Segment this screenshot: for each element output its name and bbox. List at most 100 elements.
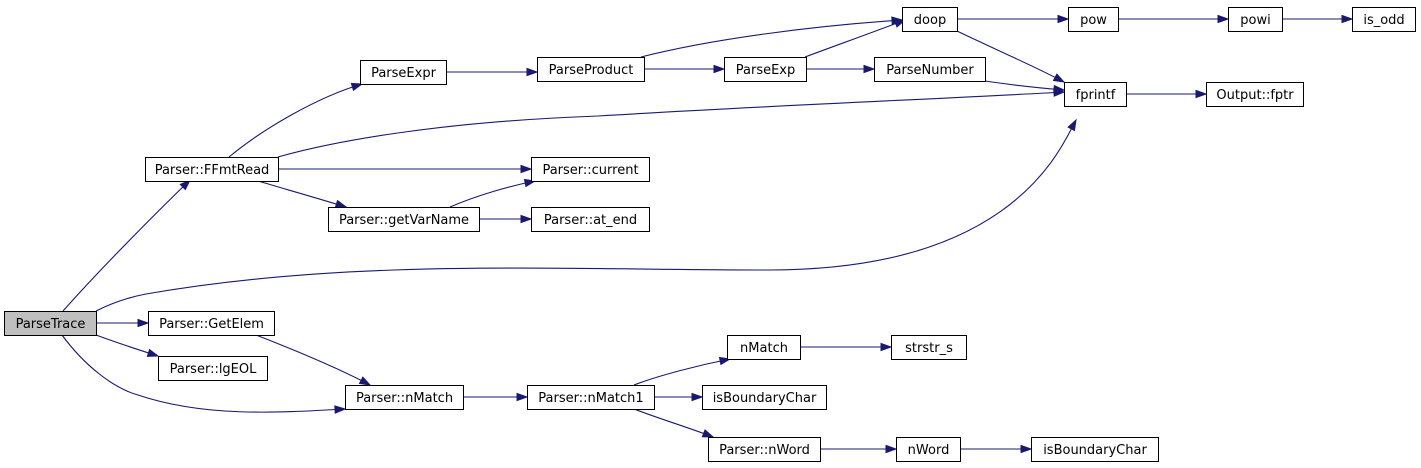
node-nmatch_parser[interactable]: Parser::nMatch bbox=[345, 385, 464, 410]
node-current[interactable]: Parser::current bbox=[531, 157, 650, 182]
node-box bbox=[727, 335, 801, 360]
node-label: ParseExpr bbox=[371, 66, 436, 81]
node-label: Parser::getVarName bbox=[339, 213, 469, 228]
edge-arrowhead bbox=[1052, 73, 1066, 83]
node-powi[interactable]: powi bbox=[1228, 7, 1283, 32]
edge-line bbox=[633, 408, 714, 438]
node-box bbox=[902, 7, 958, 32]
edge-arrowhead bbox=[526, 67, 539, 77]
node-box bbox=[4, 311, 97, 336]
node-label: Parser::nMatch bbox=[356, 391, 453, 406]
edge-parseproduct-to-doop bbox=[640, 16, 904, 58]
node-getelem[interactable]: Parser::GetElem bbox=[148, 311, 275, 336]
edge-arrowhead bbox=[1057, 14, 1070, 24]
edge-parseproduct-to-parseexp bbox=[644, 64, 726, 74]
node-nmatch1[interactable]: Parser::nMatch1 bbox=[527, 385, 655, 410]
edge-arrowhead bbox=[1020, 444, 1033, 454]
edge-parseexpr-to-parseproduct bbox=[446, 67, 539, 77]
edge-arrowhead bbox=[1067, 118, 1077, 132]
edge-arrowhead bbox=[701, 429, 715, 438]
node-nmatch[interactable]: nMatch bbox=[727, 335, 801, 360]
node-box bbox=[360, 60, 447, 85]
node-output_fptr[interactable]: Output::fptr bbox=[1206, 82, 1304, 107]
node-isboundarychar_2[interactable]: isBoundaryChar bbox=[1031, 437, 1159, 462]
edge-nword-to-isboundarychar_2 bbox=[960, 444, 1033, 454]
edge-arrowhead bbox=[358, 376, 372, 386]
node-label: ParseProduct bbox=[549, 63, 634, 78]
edge-parsenumber-to-fprintf bbox=[984, 80, 1066, 94]
edge-line bbox=[449, 180, 536, 208]
edge-arrowhead bbox=[880, 342, 893, 352]
node-getvarname[interactable]: Parser::getVarName bbox=[328, 207, 480, 232]
node-box bbox=[527, 385, 655, 410]
node-ffmtread[interactable]: Parser::FFmtRead bbox=[145, 157, 279, 182]
edge-getvarname-to-at_end bbox=[479, 214, 533, 224]
node-box bbox=[1352, 7, 1416, 32]
node-box bbox=[531, 207, 650, 232]
node-parsenumber[interactable]: ParseNumber bbox=[874, 57, 986, 82]
edge-arrowhead bbox=[334, 405, 347, 414]
edge-fprintf-to-output_fptr bbox=[1126, 89, 1208, 99]
node-isboundarychar_1[interactable]: isBoundaryChar bbox=[702, 385, 827, 410]
node-label: Parser::FFmtRead bbox=[155, 163, 270, 178]
edge-nmatch1-to-nword_parser bbox=[633, 408, 715, 438]
edge-line bbox=[956, 30, 1065, 83]
edge-nword_parser-to-nword bbox=[820, 444, 898, 454]
edge-arrowhead bbox=[1053, 84, 1066, 94]
node-label: ParseTrace bbox=[16, 317, 86, 332]
node-box bbox=[1068, 7, 1119, 32]
edge-arrowhead bbox=[179, 178, 192, 191]
node-label: Output::fptr bbox=[1216, 88, 1294, 103]
edge-parsetrace-to-fprintf bbox=[95, 118, 1077, 312]
edge-powi-to-is_odd bbox=[1282, 14, 1354, 24]
edge-getelem-to-nmatch_parser bbox=[255, 334, 372, 386]
node-label: Parser::current bbox=[542, 163, 638, 178]
node-box bbox=[708, 437, 821, 462]
node-nword[interactable]: nWord bbox=[896, 437, 961, 462]
node-strstr_s[interactable]: strstr_s bbox=[891, 335, 967, 360]
node-parseexp[interactable]: ParseExp bbox=[724, 57, 807, 82]
node-pow[interactable]: pow bbox=[1068, 7, 1119, 32]
edge-parseexp-to-parsenumber bbox=[806, 64, 876, 74]
node-box bbox=[1228, 7, 1283, 32]
node-is_odd[interactable]: is_odd bbox=[1352, 7, 1416, 32]
node-label: pow bbox=[1080, 13, 1107, 28]
node-label: Parser::nWord bbox=[719, 443, 810, 458]
edge-arrowhead bbox=[146, 348, 160, 357]
node-box bbox=[537, 57, 645, 82]
edge-parsetrace-to-lgeol bbox=[95, 334, 160, 357]
node-box bbox=[345, 385, 464, 410]
node-lgeol[interactable]: Parser::lgEOL bbox=[158, 356, 268, 381]
edge-arrowhead bbox=[137, 318, 150, 328]
node-box bbox=[531, 157, 650, 182]
node-doop[interactable]: doop bbox=[902, 7, 958, 32]
node-box bbox=[148, 311, 275, 336]
node-box bbox=[724, 57, 807, 82]
node-fprintf[interactable]: fprintf bbox=[1064, 82, 1127, 107]
node-label: Parser::GetElem bbox=[159, 317, 264, 332]
node-nword_parser[interactable]: Parser::nWord bbox=[708, 437, 821, 462]
edge-ffmtread-to-parseexpr bbox=[228, 82, 364, 158]
node-box bbox=[874, 57, 986, 82]
edge-nmatch_parser-to-nmatch1 bbox=[463, 392, 529, 402]
node-label: Parser::nMatch1 bbox=[538, 391, 643, 406]
node-box bbox=[1206, 82, 1304, 107]
edge-line bbox=[62, 179, 191, 312]
node-box bbox=[1064, 82, 1127, 107]
node-box bbox=[1031, 437, 1159, 462]
node-parsetrace[interactable]: ParseTrace bbox=[4, 311, 97, 336]
edge-arrowhead bbox=[1341, 14, 1354, 24]
node-label: Parser::lgEOL bbox=[170, 362, 258, 377]
edge-arrowhead bbox=[520, 214, 533, 224]
edge-line bbox=[984, 80, 1065, 91]
node-parseexpr[interactable]: ParseExpr bbox=[360, 60, 447, 85]
node-box bbox=[891, 335, 967, 360]
node-label: fprintf bbox=[1076, 88, 1116, 103]
node-parseproduct[interactable]: ParseProduct bbox=[537, 57, 645, 82]
edge-arrowhead bbox=[520, 164, 533, 174]
node-label: ParseNumber bbox=[886, 63, 974, 78]
edge-line bbox=[633, 358, 731, 386]
node-at_end[interactable]: Parser::at_end bbox=[531, 207, 650, 232]
edge-arrowhead bbox=[516, 392, 529, 402]
edge-parsetrace-to-nmatch_parser bbox=[61, 334, 347, 414]
